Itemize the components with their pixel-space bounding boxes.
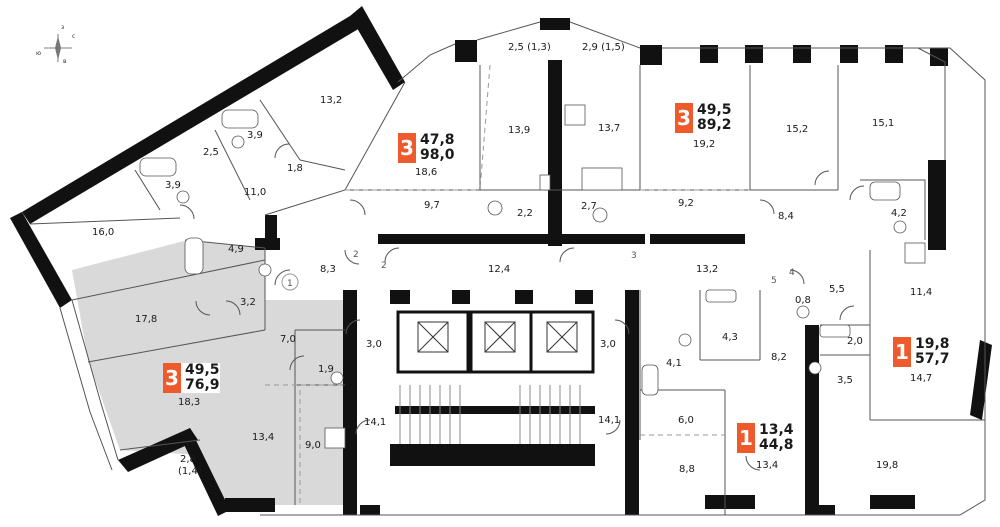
room-area: 15,2 <box>786 124 808 135</box>
room-area: 14,7 <box>910 373 932 384</box>
living-area: 49,5 <box>697 102 732 118</box>
room-area: 13,9 <box>508 125 530 136</box>
room-area: 8,8 <box>679 464 695 475</box>
total-area: 57,7 <box>915 351 950 367</box>
apartment-badge[interactable]: 1 13,4 44,8 <box>737 423 794 453</box>
room-area: 11,4 <box>910 287 932 298</box>
room-area: 3,0 <box>600 339 616 350</box>
room-area: 9,7 <box>424 200 440 211</box>
room-area: 15,1 <box>872 118 894 129</box>
elevator-shafts <box>396 310 595 374</box>
room-area: 2,9 (1,5) <box>582 42 625 53</box>
room-count: 3 <box>163 363 181 393</box>
dashed-lines <box>265 64 750 505</box>
compass-north: з <box>61 24 65 31</box>
room-area: 4,2 <box>891 208 907 219</box>
total-area: 98,0 <box>420 147 455 163</box>
room-area: 13,7 <box>598 123 620 134</box>
room-area: 6,0 <box>678 415 694 426</box>
apartment-badge[interactable]: 1 19,8 57,7 <box>893 337 950 367</box>
compass-east: с <box>72 33 76 40</box>
room-area: 3,0 <box>366 339 382 350</box>
total-area: 76,9 <box>185 377 220 393</box>
room-count: 1 <box>893 337 911 367</box>
room-area: 19,8 <box>876 460 898 471</box>
room-area: 19,2 <box>693 139 715 150</box>
room-area: 14,1 <box>598 415 620 426</box>
staircase <box>395 385 595 444</box>
room-area: 12,4 <box>488 264 510 275</box>
outer-walls <box>10 6 992 516</box>
room-area: 17,8 <box>135 314 157 325</box>
room-area: 3,5 <box>837 375 853 386</box>
entrance-number: 5 <box>771 276 777 286</box>
room-area: 0,8 <box>795 295 811 306</box>
room-area: 5,5 <box>829 284 845 295</box>
entrance-number: 2 <box>381 261 387 271</box>
room-area: 3,9 <box>247 130 263 141</box>
room-area: (1,4) <box>178 466 202 477</box>
room-area: 9,0 <box>305 440 321 451</box>
apartment-badge[interactable]: 3 47,8 98,0 <box>398 133 455 163</box>
apartment-badge[interactable]: 3 49,5 76,9 <box>163 363 220 393</box>
compass: з с в ю <box>36 24 78 68</box>
room-count: 3 <box>398 133 416 163</box>
room-area: 8,4 <box>778 211 794 222</box>
room-area: 14,1 <box>364 417 386 428</box>
entrance-number: 1 <box>287 279 293 289</box>
room-area: 2,8 <box>180 454 196 465</box>
total-area: 89,2 <box>697 117 732 133</box>
room-area: 13,2 <box>696 264 718 275</box>
room-area: 7,0 <box>280 334 296 345</box>
room-area: 2,0 <box>847 336 863 347</box>
door-swings <box>179 143 865 471</box>
room-area: 16,0 <box>92 227 114 238</box>
apartment-badge[interactable]: 3 49,5 89,2 <box>675 103 732 133</box>
entrance-numbers: 1 2 2 3 4 5 <box>281 250 795 291</box>
compass-rose-icon <box>44 34 72 62</box>
facade-outline <box>59 21 986 516</box>
entrance-number: 4 <box>789 268 795 278</box>
room-area: 9,2 <box>678 198 694 209</box>
room-area: 11,0 <box>244 187 266 198</box>
room-area: 18,6 <box>415 167 437 178</box>
room-area: 1,8 <box>287 163 303 174</box>
room-area: 2,5 (1,3) <box>508 42 551 53</box>
room-area: 3,9 <box>165 180 181 191</box>
room-area: 4,1 <box>666 358 682 369</box>
room-area: 13,4 <box>252 432 274 443</box>
living-area: 13,4 <box>759 422 794 438</box>
living-area: 19,8 <box>915 336 950 352</box>
room-count: 3 <box>675 103 693 133</box>
living-area: 47,8 <box>420 132 455 148</box>
living-area: 49,5 <box>185 362 220 378</box>
room-labels: 13,2 3,9 2,5 1,8 3,9 11,0 16,0 4,9 8,3 3… <box>92 42 932 477</box>
room-area: 8,2 <box>771 352 787 363</box>
room-area: 4,3 <box>722 332 738 343</box>
bathroom-fixtures <box>139 104 926 449</box>
compass-south: в <box>63 58 67 65</box>
compass-west: ю <box>36 50 42 57</box>
room-area: 18,3 <box>178 397 200 408</box>
room-area: 2,7 <box>581 201 597 212</box>
room-area: 1,9 <box>318 364 334 375</box>
entrance-number: 2 <box>353 250 359 260</box>
room-area: 4,9 <box>228 244 244 255</box>
room-area: 13,4 <box>756 460 778 471</box>
room-area: 8,3 <box>320 264 336 275</box>
entrance-number: 3 <box>631 251 637 261</box>
room-area: 3,2 <box>240 297 256 308</box>
room-area: 13,2 <box>320 95 342 106</box>
room-area: 2,2 <box>517 208 533 219</box>
room-area: 2,5 <box>203 147 219 158</box>
room-count: 1 <box>737 423 755 453</box>
total-area: 44,8 <box>759 437 794 453</box>
